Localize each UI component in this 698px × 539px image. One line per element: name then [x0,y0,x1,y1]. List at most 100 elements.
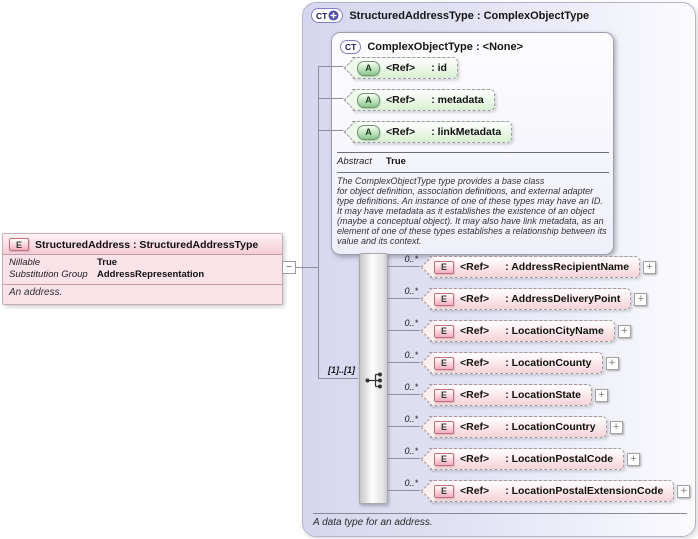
element-ref-address-delivery-point[interactable]: 0..* E <Ref> : AddressDeliveryPoint + [404,286,648,310]
expand-icon[interactable]: + [634,292,648,306]
element-tag[interactable]: E <Ref> : AddressDeliveryPoint [429,288,632,310]
element-ref-location-country[interactable]: 0..* E <Ref> : LocationCountry + [404,414,623,438]
base-type-header[interactable]: CT ComplexObjectType : <None> [332,33,613,54]
cardinality-label: 0..* [404,478,418,488]
element-badge: E [434,420,454,434]
attribute-name: : id [431,62,447,74]
divider [313,513,687,514]
element-name: : LocationPostalExtensionCode [505,485,664,497]
divider [3,284,282,285]
cardinality-label: 0..* [404,350,418,360]
type-panel-structured-address-type: CT StructuredAddressType : ComplexObject… [302,2,696,537]
type-panel-header[interactable]: CT StructuredAddressType : ComplexObject… [311,8,589,23]
element-name: : LocationCounty [505,357,592,369]
connector-line [388,426,420,427]
element-header[interactable]: E StructuredAddress : StructuredAddressT… [3,234,282,254]
attribute-tag[interactable]: A <Ref> : metadata [352,89,495,111]
element-ref-label: <Ref> [460,325,490,337]
element-ref-label: <Ref> [460,485,490,497]
property-value: True [385,156,406,167]
collapse-icon[interactable]: − [282,261,296,274]
attribute-badge: A [357,60,380,76]
sequence-cardinality: [1]..[1] [328,365,355,375]
type-panel-annotation: A data type for an address. [313,517,433,528]
expand-icon[interactable]: + [643,260,657,274]
element-tag[interactable]: E <Ref> : AddressRecipientName [429,256,641,278]
element-badge: E [434,452,454,466]
connector-trunk-line [318,66,319,378]
expand-icon[interactable]: + [595,388,609,402]
cardinality-label: 0..* [404,414,418,424]
property-value: True [97,257,118,268]
cardinality-label: 0..* [404,318,418,328]
connector-line [318,66,343,67]
element-tag[interactable]: E <Ref> : LocationPostalExtensionCode [429,480,675,502]
element-ref-location-postal-code[interactable]: 0..* E <Ref> : LocationPostalCode + [404,446,641,470]
element-name: : AddressDeliveryPoint [505,293,621,305]
attribute-ref-metadata[interactable]: A <Ref> : metadata [344,89,495,111]
divider [337,152,609,153]
attribute-ref-label: <Ref> [386,126,416,138]
connector-line [318,378,358,379]
attribute-ref-label: <Ref> [386,62,416,74]
element-name: : LocationState [505,389,582,401]
element-ref-label: <Ref> [460,389,490,401]
connector-line [296,267,318,268]
element-ref-label: <Ref> [460,357,490,369]
element-properties: Nillable True Substitution Group Address… [3,255,282,284]
element-badge: E [9,238,29,251]
element-ref-location-county[interactable]: 0..* E <Ref> : LocationCounty + [404,350,619,374]
cardinality-label: 0..* [404,286,418,296]
attribute-ref-id[interactable]: A <Ref> : id [344,57,458,79]
abstract-property: Abstract True [337,156,406,168]
expand-icon[interactable]: + [617,324,631,338]
element-tag[interactable]: E <Ref> : LocationCityName [429,320,615,342]
attribute-tag[interactable]: A <Ref> : id [352,57,458,79]
expand-icon[interactable]: + [677,484,691,498]
element-tag[interactable]: E <Ref> : LocationPostalCode [429,448,625,470]
connector-line [318,98,343,99]
divider [3,254,282,255]
element-ref-label: <Ref> [460,453,490,465]
complex-type-badge: CT [311,8,344,23]
element-name: : AddressRecipientName [505,261,630,273]
connector-line [388,458,420,459]
complex-type-badge: CT [340,40,362,54]
element-ref-address-recipient-name[interactable]: 0..* E <Ref> : AddressRecipientName + [404,254,657,278]
element-ref-location-state[interactable]: 0..* E <Ref> : LocationState + [404,382,609,406]
element-ref-location-postal-extension-code[interactable]: 0..* E <Ref> : LocationPostalExtensionCo… [404,478,691,502]
element-name: : LocationCountry [505,421,596,433]
property-value: AddressRepresentation [97,269,205,280]
attribute-badge: A [357,92,380,108]
property-name: Substitution Group [9,269,88,280]
element-name: : LocationCityName [505,325,604,337]
attribute-name: : metadata [431,94,484,106]
connector-line [388,266,420,267]
element-tag[interactable]: E <Ref> : LocationCountry [429,416,607,438]
attribute-badge: A [357,124,380,140]
element-box-structured-address[interactable]: E StructuredAddress : StructuredAddressT… [2,233,283,305]
expand-icon[interactable]: + [605,356,619,370]
element-ref-location-city-name[interactable]: 0..* E <Ref> : LocationCityName + [404,318,631,342]
element-tag[interactable]: E <Ref> : LocationCounty [429,352,603,374]
circle-plus-icon [328,10,339,21]
base-type-title: ComplexObjectType : <None> [367,41,524,53]
complex-type-badge-label: CT [316,10,328,21]
element-tag[interactable]: E <Ref> : LocationState [429,384,593,406]
connector-line [388,394,420,395]
element-annotation: An address. [9,287,63,298]
attribute-ref-label: <Ref> [386,94,416,106]
attribute-ref-link-metadata[interactable]: A <Ref> : linkMetadata [344,121,513,143]
element-badge: E [434,260,454,274]
element-ref-label: <Ref> [460,261,490,273]
sequence-compositor[interactable] [359,253,388,504]
element-ref-label: <Ref> [460,293,490,305]
type-panel-title: StructuredAddressType : ComplexObjectTyp… [349,9,590,22]
expand-icon[interactable]: + [609,420,623,434]
expand-icon[interactable]: + [627,452,641,466]
attribute-name: : linkMetadata [431,126,502,138]
attribute-tag[interactable]: A <Ref> : linkMetadata [352,121,513,143]
sequence-icon [365,372,382,389]
divider [337,172,609,173]
